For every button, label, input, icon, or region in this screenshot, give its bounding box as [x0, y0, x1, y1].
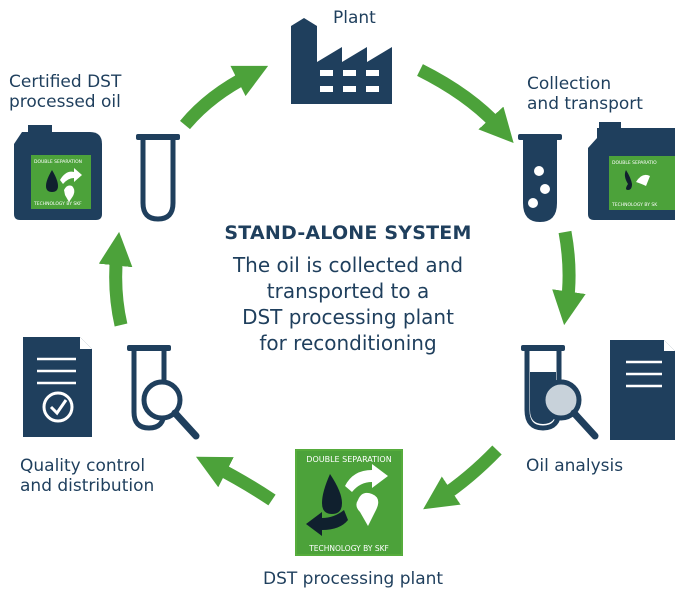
label-quality-line1: Quality control [20, 456, 146, 476]
center-title: STAND-ALONE SYSTEM [224, 222, 472, 244]
arrow-dst-to-quality [195, 456, 276, 506]
small-badge-left-bottom: TECHNOLOGY BY SKF [33, 201, 82, 207]
label-certified-line2: processed oil [9, 92, 121, 112]
small-badge-right-top: DOUBLE SEPARATIO [612, 160, 657, 166]
center-line-2: transported to a [266, 279, 430, 303]
oil-drop-icon [322, 474, 342, 514]
label-oil-analysis: Oil analysis [526, 456, 624, 476]
badge-bottom-text: TECHNOLOGY BY SKF [308, 544, 389, 553]
small-badge-right-bottom: TECHNOLOGY BY SK [611, 202, 658, 208]
label-quality-line2: and distribution [20, 476, 155, 496]
center-line-1: The oil is collected and [232, 253, 464, 277]
arrow-collection-to-analysis [552, 230, 586, 326]
magnifier-icon-right [540, 379, 599, 440]
arrow-plant-to-collection [417, 64, 514, 144]
report-document-icon [610, 340, 675, 440]
dst-badge: DOUBLE SEPARATION TECHNOLOGY BY SKF [295, 449, 403, 556]
label-collection-line1: Collection [527, 74, 612, 94]
arrow-analysis-to-dst [423, 445, 502, 510]
label-plant: Plant [333, 8, 376, 28]
return-arrow-icon [306, 510, 348, 536]
check-circle-icon [42, 391, 74, 423]
arrow-quality-to-certified [98, 231, 133, 327]
quality-document-icon [23, 337, 92, 437]
label-certified: Certified DST processed oil [9, 72, 121, 112]
center-description: The oil is collected and transported to … [150, 252, 546, 356]
arrow-certified-to-plant [180, 65, 269, 130]
label-dst-plant: DST processing plant [263, 569, 444, 589]
sample-tube-icon [518, 134, 562, 222]
empty-tube-icon [136, 134, 180, 222]
center-line-3: DST processing plant [242, 305, 454, 329]
label-collection-line2: and transport [527, 94, 643, 114]
center-line-4: for reconditioning [259, 331, 437, 355]
separation-arrow-icon [345, 464, 388, 492]
label-quality: Quality control and distribution [20, 456, 154, 496]
magnifier-icon-left [141, 379, 200, 440]
oil-canister-icon-left: DOUBLE SEPARATION TECHNOLOGY BY SKF [14, 125, 102, 220]
label-certified-line1: Certified DST [9, 72, 122, 92]
small-badge-left-top: DOUBLE SEPARATION [34, 159, 82, 165]
badge-top-text: DOUBLE SEPARATION [306, 455, 391, 464]
oil-canister-icon-right: DOUBLE SEPARATIO TECHNOLOGY BY SK [588, 122, 675, 220]
label-collection: Collection and transport [527, 74, 643, 114]
factory-icon [291, 18, 392, 104]
